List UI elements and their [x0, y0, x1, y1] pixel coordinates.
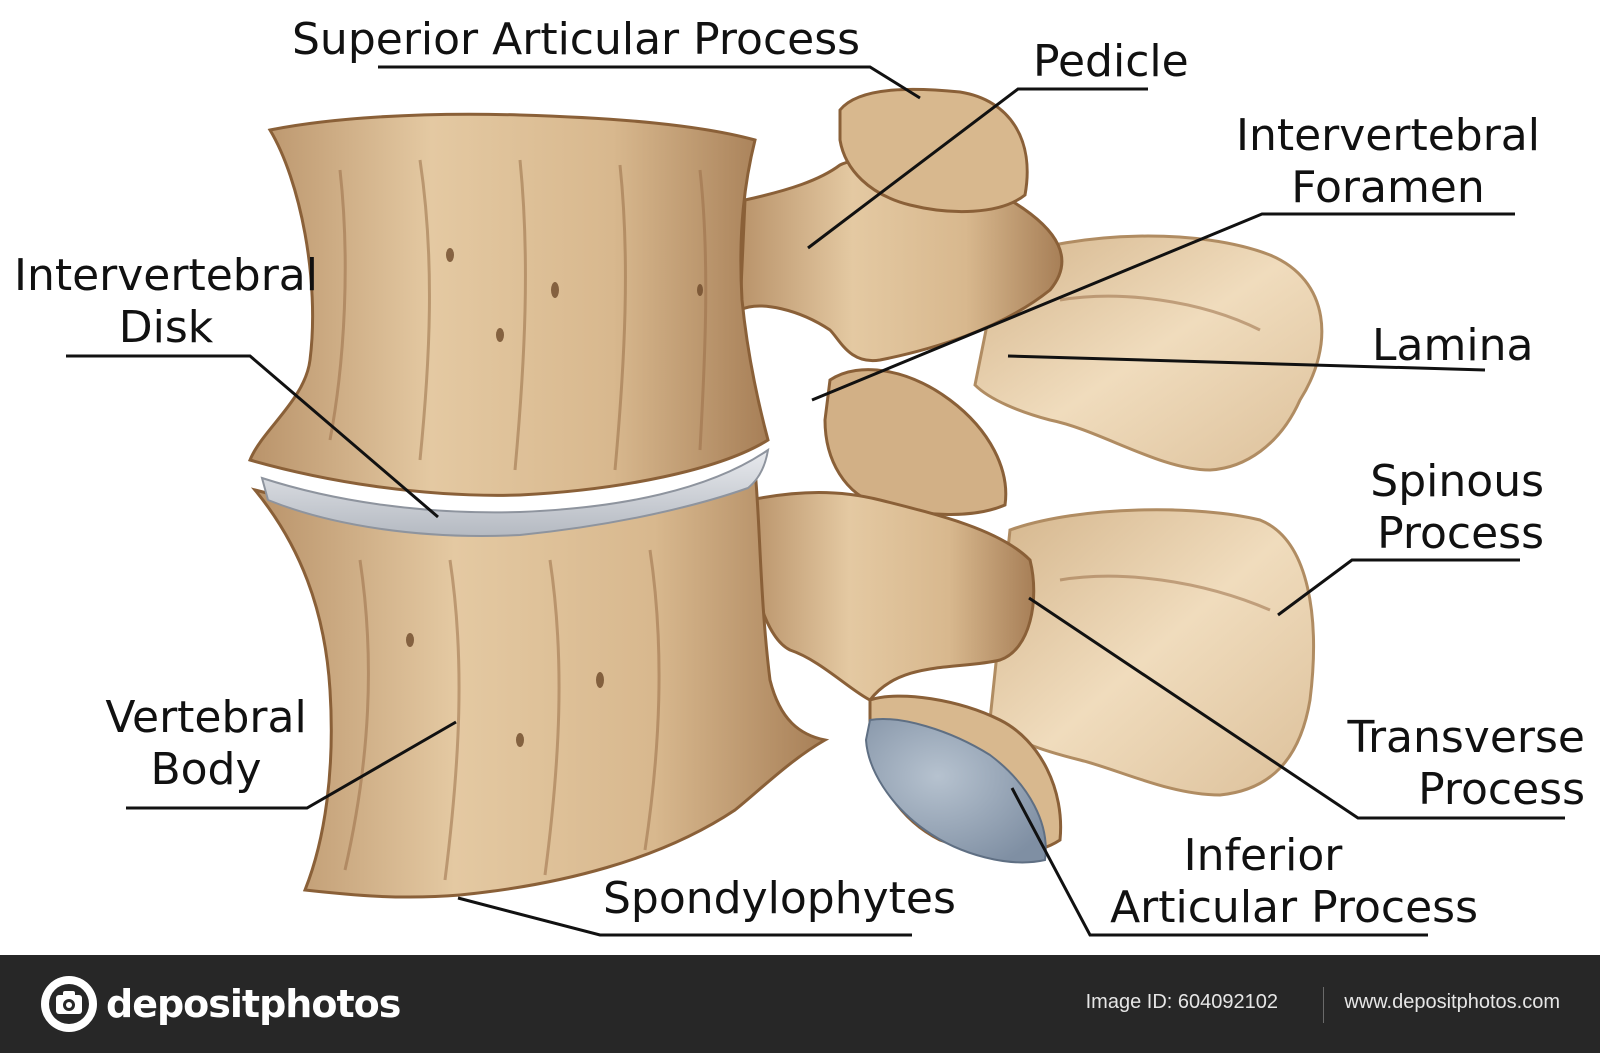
leader-lamina: [1007, 354, 1486, 372]
label-lamina: Lamina: [1372, 320, 1534, 371]
label-transverse-process: Transverse Process: [1347, 712, 1585, 815]
lower-spinous-process: [988, 508, 1315, 797]
leader-spondylophytes: [457, 896, 912, 937]
leader-inferior-articular: [1010, 787, 1428, 937]
footer-bar: depositphotos Image ID: 604092102 www.de…: [0, 955, 1600, 1053]
upper-inferior-articular: [823, 368, 1008, 516]
leader-superior-articular: [378, 65, 921, 100]
lower-vertebral-body: [250, 467, 830, 899]
lower-arch: [748, 491, 1036, 702]
leader-transverse-process: [1028, 596, 1565, 820]
footer-divider: [1323, 987, 1324, 1023]
label-vertebral-body: Vertebral Body: [105, 692, 307, 795]
label-spinous-process: Spinous Process: [1370, 456, 1544, 559]
leader-pedicle: [807, 87, 1148, 250]
brand-logo[interactable]: depositphotos: [40, 975, 401, 1033]
bone-foramina: [406, 248, 703, 747]
camera-icon: [41, 976, 97, 1032]
image-id: Image ID: 604092102: [1085, 991, 1278, 1013]
leader-vertebral-body: [126, 720, 457, 810]
vertebrae-illustration: [66, 65, 1565, 937]
leader-intervertebral-disk: [66, 354, 439, 519]
label-spondylophytes: Spondylophytes: [603, 873, 956, 924]
leader-lines: [66, 65, 1565, 937]
upper-superior-articular: [838, 87, 1029, 214]
label-intervertebral-foramen: Intervertebral Foramen: [1235, 110, 1540, 213]
label-pedicle: Pedicle: [1033, 36, 1189, 87]
label-inferior-articular-process: Inferior Articular Process: [1110, 830, 1478, 933]
articular-cartilage: [864, 718, 1047, 864]
leader-intervertebral-foramen: [811, 212, 1515, 402]
leader-spinous-process: [1277, 558, 1520, 617]
intervertebral-disk: [260, 447, 770, 537]
upper-spinous-process: [973, 234, 1324, 472]
label-superior-articular-process: Superior Articular Process: [292, 14, 861, 65]
bone-texture: [328, 159, 1271, 881]
label-intervertebral-disk: Intervertebral Disk: [13, 250, 318, 353]
site-url-link[interactable]: www.depositphotos.com: [1344, 991, 1560, 1013]
brand-name: depositphotos: [106, 982, 401, 1026]
upper-vertebral-body: [247, 112, 770, 497]
